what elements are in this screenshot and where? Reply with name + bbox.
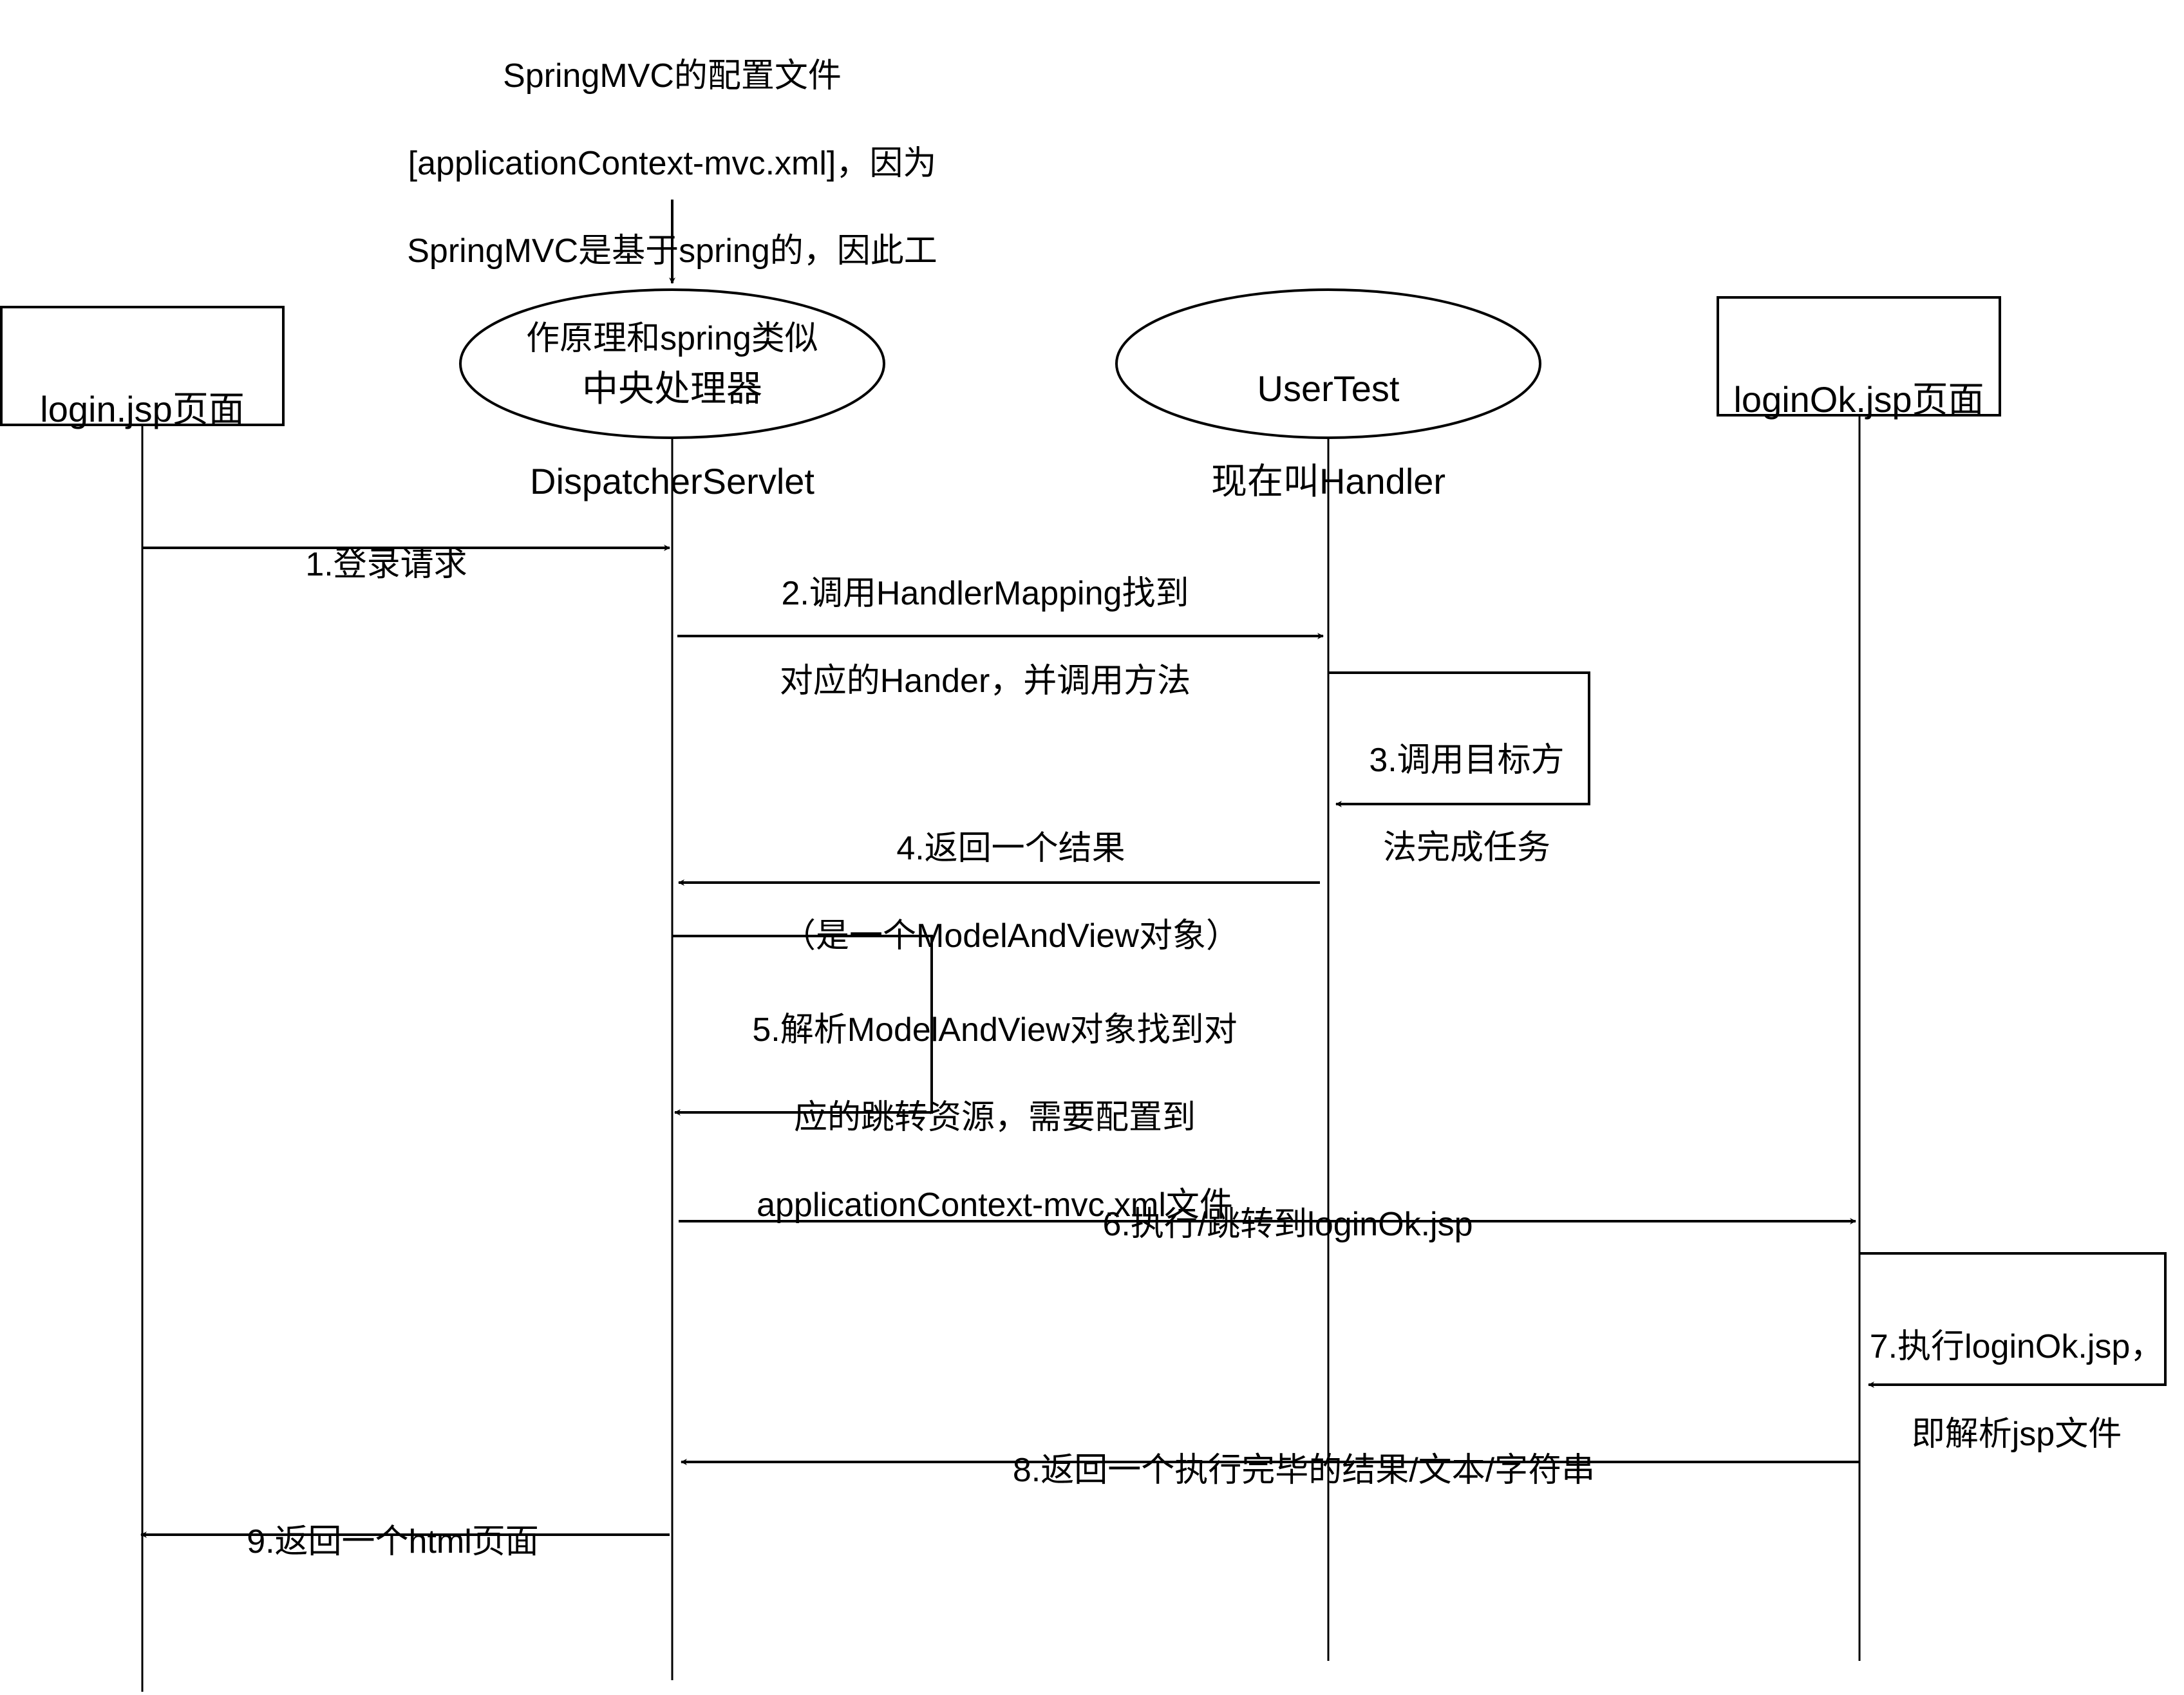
config-note-line-1: SpringMVC的配置文件 — [503, 57, 842, 95]
message-3-label: 3.调用目标方 法完成任务 — [1332, 695, 1602, 913]
message-5-line-3: applicationContext-mvc.xml文件 — [757, 1186, 1233, 1224]
message-5-line-2: 应的跳转资源，需要配置到 — [793, 1099, 1196, 1136]
config-note-line-2: [applicationContext-mvc.xml]，因为 — [408, 145, 937, 182]
message-6-line-1: 6.执行/跳转到loginOk.jsp — [1102, 1206, 1473, 1243]
message-3-line-1: 3.调用目标方 — [1369, 742, 1565, 779]
message-1-line-1: 1.登录请求 — [305, 546, 467, 583]
message-7-self-arrow — [1859, 1252, 2167, 1388]
message-2-line-2: 对应的Hander，并调用方法 — [779, 662, 1191, 700]
participant-dispatcher-ellipse — [459, 288, 885, 439]
config-note: SpringMVC的配置文件 [applicationContext-mvc.x… — [350, 10, 994, 404]
message-8-line-1: 8.返回一个执行完毕的结果/文本/字符串 — [1012, 1452, 1596, 1489]
participant-handler-label: UserTest 现在叫Handler — [1116, 319, 1540, 551]
message-1-label: 1.登录请求 — [193, 499, 579, 630]
message-3-line-2: 法完成任务 — [1382, 829, 1550, 866]
message-3-self-arrow — [1328, 671, 1590, 807]
message-7-line-2: 即解析jsp文件 — [1911, 1416, 2122, 1453]
message-6-label: 6.执行/跳转到loginOk.jsp — [992, 1159, 1584, 1290]
participant-dispatcher-line-1: 中央处理器 — [582, 368, 762, 409]
message-8-label: 8.返回一个执行完毕的结果/文本/字符串 — [901, 1405, 1706, 1536]
participant-login-line-1: login.jsp页面 — [40, 389, 245, 429]
config-note-line-4: 作原理和spring类似 — [526, 320, 818, 357]
participant-loginok-label: loginOk.jsp页面 — [1711, 334, 2006, 465]
message-4-label: 4.返回一个结果 （是一个ModelAndView对象） — [715, 783, 1307, 1002]
participant-handler-line-1: UserTest — [1257, 368, 1400, 409]
participant-dispatcher-line-2: DispatcherServlet — [530, 461, 814, 501]
message-9-label: 9.返回一个html页面 — [167, 1476, 618, 1607]
message-4-line-1: 4.返回一个结果 — [896, 830, 1125, 867]
message-5-label: 5.解析ModelAndView对象找到对 应的跳转资源，需要配置到 appli… — [670, 964, 1320, 1271]
participant-dispatcher-label: 中央处理器 DispatcherServlet — [460, 319, 884, 551]
participant-handler-ellipse — [1115, 288, 1541, 439]
message-5-self-arrow — [672, 935, 933, 1116]
message-7-label: 7.执行loginOk.jsp， 即解析jsp文件 — [1862, 1281, 2171, 1500]
message-5-line-1: 5.解析ModelAndView对象找到对 — [752, 1011, 1238, 1049]
message-9-line-1: 9.返回一个html页面 — [247, 1523, 539, 1560]
participant-loginok-line-1: loginOk.jsp页面 — [1733, 379, 1984, 420]
message-4-line-2: （是一个ModelAndView对象） — [782, 917, 1239, 955]
config-note-line-3: SpringMVC是基于spring的，因此工 — [407, 232, 937, 270]
participant-handler-line-2: 现在叫Handler — [1210, 461, 1446, 501]
participant-login-label: login.jsp页面 — [1, 344, 283, 475]
participant-loginok-box — [1717, 296, 2001, 417]
message-7-line-1: 7.执行loginOk.jsp， — [1869, 1328, 2164, 1365]
message-2-line-1: 2.调用HandlerMapping找到 — [781, 575, 1189, 612]
message-2-label: 2.调用HandlerMapping找到 对应的Hander，并调用方法 — [695, 528, 1275, 747]
participant-login-box — [0, 306, 285, 426]
